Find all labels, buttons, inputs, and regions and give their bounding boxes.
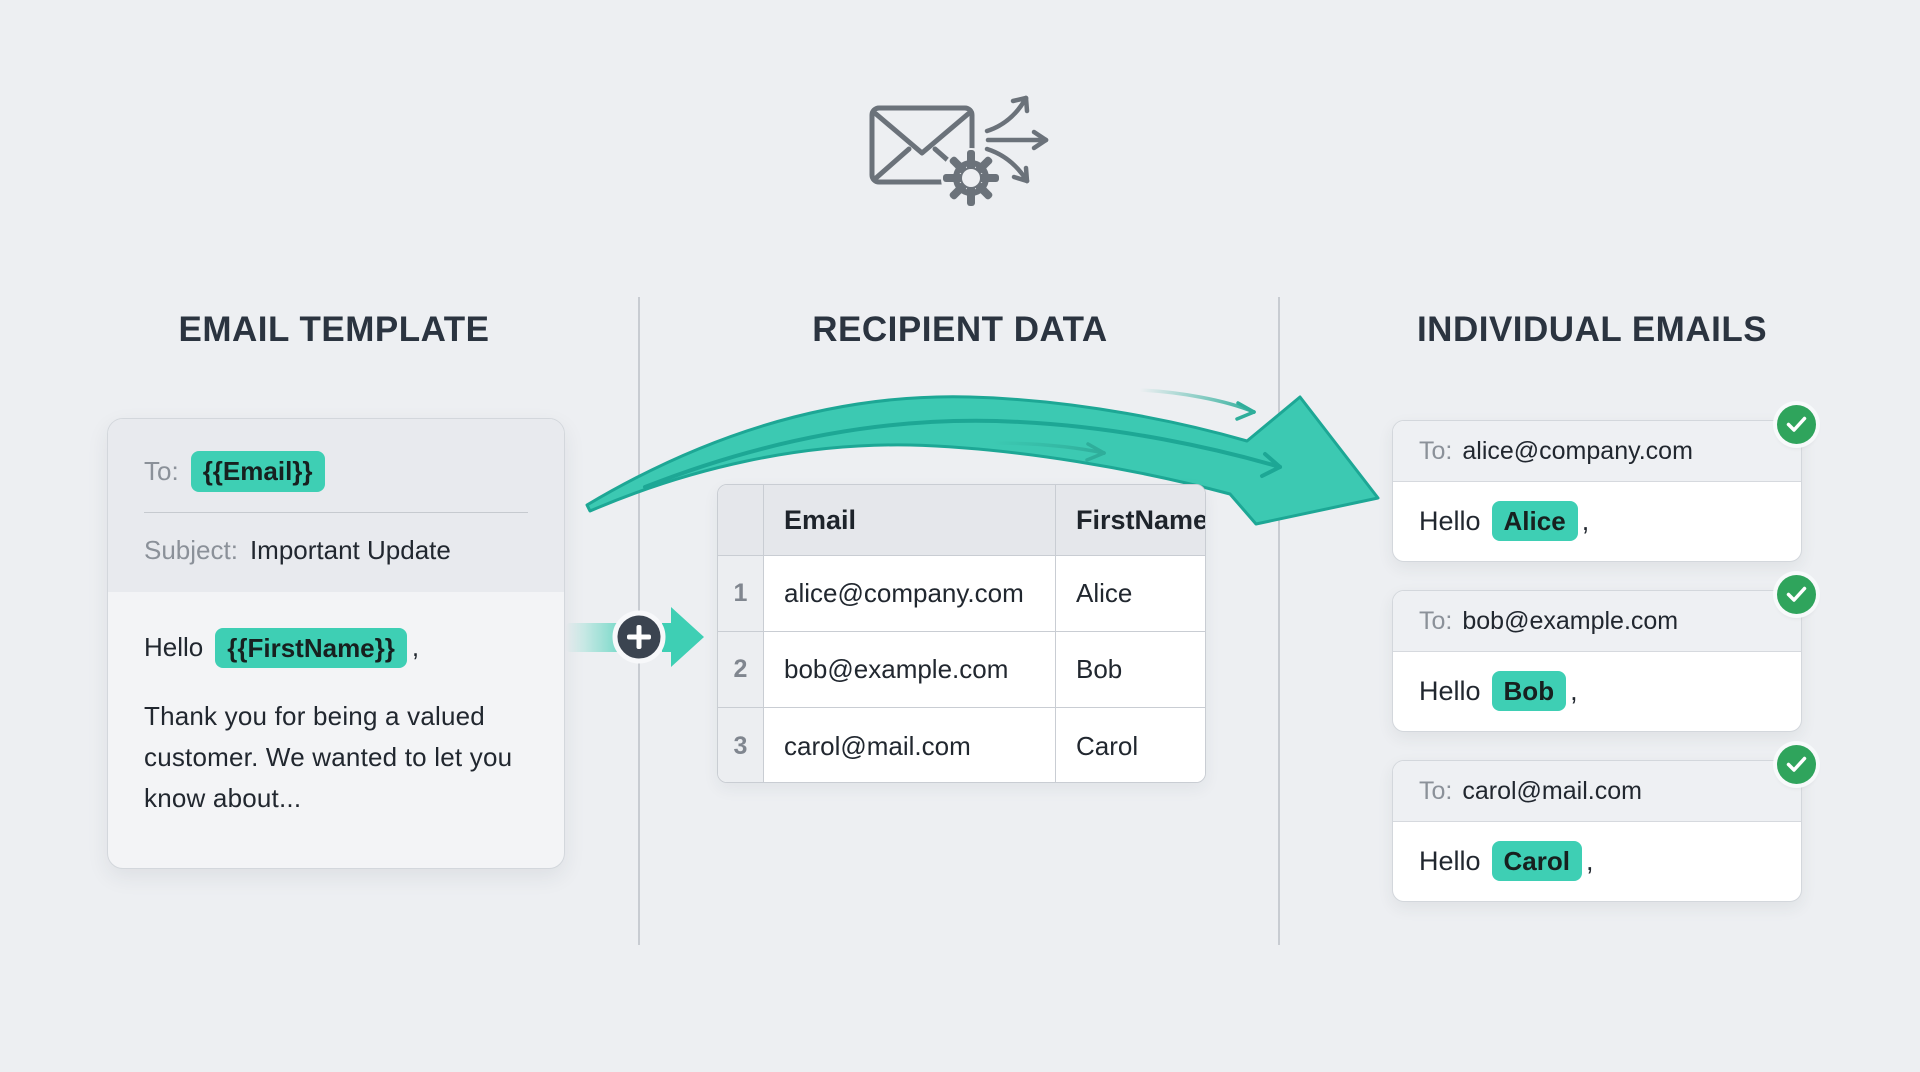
template-card-header: To: {{Email}} Subject: Important Update bbox=[108, 419, 564, 592]
to-label: To: bbox=[144, 455, 179, 486]
template-card-body: Hello {{FirstName}} , Thank you for bein… bbox=[108, 592, 564, 820]
subject-label: Subject: bbox=[144, 534, 238, 565]
to-label: To: bbox=[1419, 606, 1453, 635]
name-chip: Alice bbox=[1491, 500, 1578, 542]
to-label: To: bbox=[1419, 436, 1453, 465]
to-address: carol@mail.com bbox=[1462, 776, 1642, 805]
cell-firstname: Carol bbox=[1056, 708, 1205, 782]
gear-icon bbox=[941, 148, 1001, 208]
table-corner-cell bbox=[718, 485, 764, 556]
to-address: alice@company.com bbox=[1462, 436, 1693, 465]
greeting-word: Hello bbox=[1419, 505, 1481, 536]
table-header-email: Email bbox=[764, 485, 1056, 556]
check-icon bbox=[1786, 416, 1807, 432]
section-title-individual-emails: INDIVIDUAL EMAILS bbox=[1416, 310, 1768, 349]
speed-arrow-upper bbox=[1138, 388, 1256, 421]
greeting-word: Hello bbox=[1419, 675, 1481, 706]
firstname-token-chip: {{FirstName}} bbox=[215, 627, 407, 668]
name-chip: Bob bbox=[1491, 670, 1567, 712]
template-body-text: Thank you for being a valued customer. W… bbox=[144, 701, 513, 813]
individual-email-card: To: bob@example.com Hello Bob , bbox=[1392, 575, 1816, 732]
cell-email: bob@example.com bbox=[764, 632, 1056, 708]
greeting-comma: , bbox=[1581, 505, 1590, 536]
email-token-chip: {{Email}} bbox=[190, 451, 325, 492]
greeting-word: Hello bbox=[1419, 845, 1481, 876]
to-label: To: bbox=[1419, 776, 1453, 805]
cell-email: alice@company.com bbox=[764, 556, 1056, 632]
row-number: 1 bbox=[718, 556, 764, 632]
table-header-firstname: FirstName bbox=[1056, 485, 1205, 556]
email-card-body: Hello Carol , bbox=[1393, 822, 1801, 900]
template-subject-row: Subject: Important Update bbox=[144, 535, 528, 566]
success-check-badge bbox=[1777, 745, 1816, 784]
template-to-row: To: {{Email}} bbox=[144, 451, 528, 492]
email-card-body: Hello Bob , bbox=[1393, 652, 1801, 730]
greeting-comma: , bbox=[411, 632, 420, 663]
row-number: 3 bbox=[718, 708, 764, 782]
speed-arrow-lower bbox=[991, 441, 1106, 462]
success-check-badge bbox=[1777, 575, 1816, 614]
section-divider-right bbox=[1278, 297, 1280, 945]
cell-email: carol@mail.com bbox=[764, 708, 1056, 782]
email-card-header: To: bob@example.com bbox=[1393, 591, 1801, 652]
email-card-body: Hello Alice , bbox=[1393, 482, 1801, 560]
individual-email-card: To: alice@company.com Hello Alice , bbox=[1392, 405, 1816, 562]
greeting-word: Hello bbox=[144, 632, 204, 663]
email-card-header: To: alice@company.com bbox=[1393, 421, 1801, 482]
email-template-card: To: {{Email}} Subject: Important Update … bbox=[107, 418, 565, 869]
email-card-header: To: carol@mail.com bbox=[1393, 761, 1801, 822]
greeting-comma: , bbox=[1586, 845, 1594, 876]
merge-connector bbox=[566, 607, 704, 667]
greeting-comma: , bbox=[1570, 675, 1578, 706]
section-divider-left bbox=[638, 297, 640, 945]
check-icon bbox=[1786, 756, 1807, 772]
name-chip: Carol bbox=[1491, 840, 1582, 882]
cell-firstname: Alice bbox=[1056, 556, 1205, 632]
subject-value: Important Update bbox=[249, 534, 451, 565]
individual-email-card: To: carol@mail.com Hello Carol , bbox=[1392, 745, 1816, 902]
template-header-divider bbox=[144, 511, 528, 513]
row-number: 2 bbox=[718, 632, 764, 708]
check-icon bbox=[1786, 586, 1807, 602]
section-title-recipient-data: RECIPIENT DATA bbox=[812, 310, 1108, 349]
to-address: bob@example.com bbox=[1462, 606, 1679, 635]
section-title-email-template: EMAIL TEMPLATE bbox=[178, 310, 490, 349]
envelope-icon bbox=[869, 105, 975, 185]
cell-firstname: Bob bbox=[1056, 632, 1205, 708]
success-check-badge bbox=[1777, 405, 1816, 444]
fan-out-arrows-icon bbox=[984, 95, 1049, 184]
recipient-data-table: Email FirstName 1 alice@company.com Alic… bbox=[717, 484, 1206, 783]
template-greeting-row: Hello {{FirstName}} , bbox=[144, 627, 528, 668]
